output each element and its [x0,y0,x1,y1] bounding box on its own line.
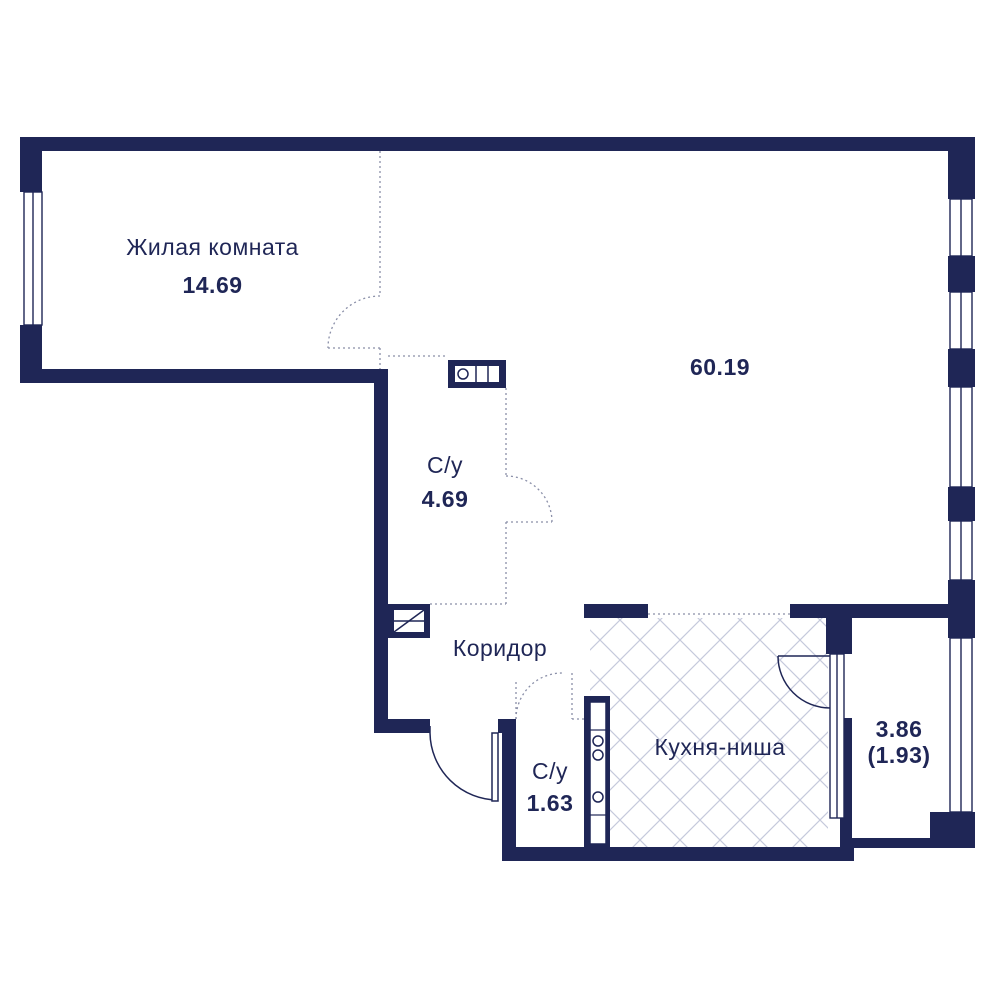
corridor-name: Коридор [452,635,548,661]
wall-left-top [20,137,42,192]
blocks-lines [393,366,489,633]
bathroom-1-name: С/у [427,452,463,478]
wall-bottom [502,847,854,861]
wall-right-seg-2 [948,349,975,387]
wall-corridor-left [374,369,388,733]
living-room-area: 14.69 [182,272,243,299]
bathroom-2-area: 1.63 [526,790,574,817]
wall-wc2-left [502,719,516,861]
partitions [327,151,790,720]
label-main-room: 60.19 [660,354,780,380]
label-kitchen: Кухня-ниша [630,734,810,760]
wall-balcony-bottom [852,838,932,848]
wall-living-bottom [20,369,388,383]
wall-right-seg-3 [948,487,975,521]
windows [23,191,973,819]
kitchen-counter [589,701,607,845]
balcony-door-swing [777,655,831,709]
bathroom-1-area: 4.69 [421,486,469,513]
doors [429,655,831,802]
wall-balcony-left-top [826,618,852,654]
label-bathroom-2: С/у 1.63 [510,758,590,817]
bathroom-2-name: С/у [532,758,568,784]
label-living-room: Жилая комната 14.69 [100,234,325,299]
balcony-area-reduced: (1.93) [867,742,931,769]
wall-kitchen-top-left [584,604,648,618]
label-balcony: 3.86 (1.93) [852,716,946,769]
wall-main-bottom-right [790,604,975,618]
wall-right-bottom [930,812,975,848]
wall-left-bottom [20,325,42,383]
wall-right-seg-1 [948,256,975,292]
wall-top [20,137,975,151]
label-bathroom-1: С/у 4.69 [395,452,495,513]
entrance-door-swing [429,732,499,801]
living-room-name: Жилая комната [126,234,299,260]
wall-corridor-bottom [374,719,430,733]
main-room-area: 60.19 [689,354,751,380]
label-corridor: Коридор [430,635,570,661]
wall-right-top [948,137,975,199]
kitchen-name: Кухня-ниша [654,734,786,760]
balcony-area: 3.86 [875,716,923,742]
entrance-door-leaf [491,732,499,802]
